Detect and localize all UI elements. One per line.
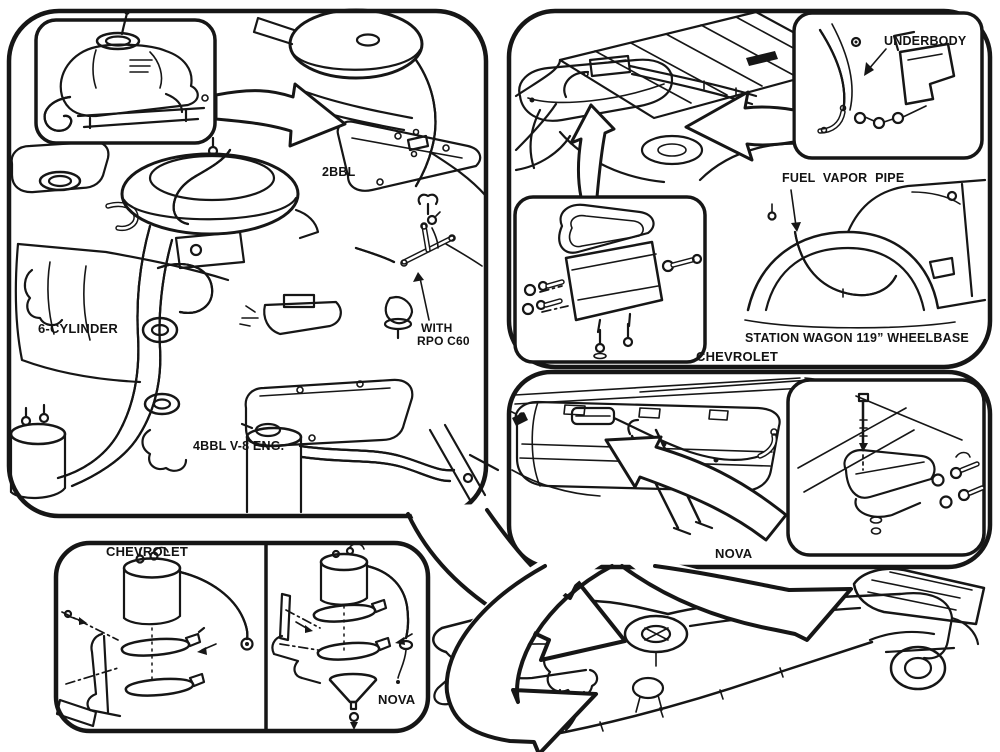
callout-arrow-underbody <box>684 90 796 162</box>
label-fuel-vapor-pipe: FUEL VAPOR PIPE <box>782 171 905 185</box>
carburetor-4bbl <box>263 300 342 336</box>
funnel <box>328 672 378 704</box>
label-station-wagon: STATION WAGON 119” WHEELBASE <box>745 331 969 345</box>
separator-body <box>564 240 664 322</box>
underbody-bracket <box>898 42 956 106</box>
engine-front-detail <box>543 653 599 698</box>
tank-unit <box>843 448 936 499</box>
label-rpo-c60: RPO C60 <box>417 334 470 348</box>
callout-ribbon-nova-to-rear <box>620 558 853 642</box>
four-bbl-engine-drawing <box>239 293 500 514</box>
rpo-c60-fitting-drawing <box>354 193 483 340</box>
callout-arrow-separator <box>569 103 616 199</box>
vapor-canister-6cyl <box>9 403 67 499</box>
label-nova-mid: NOVA <box>715 546 753 561</box>
vapor-separator <box>588 54 632 78</box>
rear-wheel <box>889 645 947 691</box>
label-chevrolet-bottom: CHEVROLET <box>106 544 188 559</box>
vapor-canister-4bbl <box>240 422 303 514</box>
mounting-bracket <box>86 632 122 718</box>
label-chevrolet-top: CHEVROLET <box>696 349 778 364</box>
inset-rocker-cover-detail <box>34 9 217 145</box>
callout-arrow-nova <box>604 435 788 542</box>
callout-ribbon-nova-to-front <box>444 558 614 752</box>
nova-vapor-pipe <box>612 416 762 461</box>
label-6-cylinder: 6-CYLINDER <box>38 321 119 336</box>
rear-floor-pan <box>852 567 986 626</box>
oil-filler-cap <box>95 31 141 51</box>
inset-nova-tank-detail <box>786 378 986 557</box>
label-underbody: UNDERBODY <box>884 34 967 48</box>
station-wagon-drawing <box>744 178 987 329</box>
check-valve <box>384 295 414 325</box>
nova-canister-drawing <box>271 543 414 730</box>
inset-underbody-detail <box>792 11 984 160</box>
mounting-flange <box>558 203 655 254</box>
nova-vapor-separator <box>570 406 616 426</box>
six-cylinder-engine-drawing <box>9 136 320 499</box>
panel-canister-mounting <box>53 540 431 734</box>
fuel-vapor-pipe-arrow <box>790 189 797 227</box>
inset-separator-detail <box>513 195 707 364</box>
label-nova-bottom: NOVA <box>378 692 416 707</box>
chevrolet-canister-drawing <box>55 546 254 728</box>
label-rpo-with: WITH <box>421 321 453 335</box>
underbody-label-arrow <box>867 48 887 71</box>
label-2bbl: 2BBL <box>322 165 356 179</box>
nova-fuel-tank <box>514 400 781 493</box>
callout-arrow-inset-to-engine <box>214 82 347 148</box>
label-4bbl-v8: 4BBL V-8 ENG. <box>193 439 285 453</box>
rpo-label-arrow <box>419 277 430 321</box>
